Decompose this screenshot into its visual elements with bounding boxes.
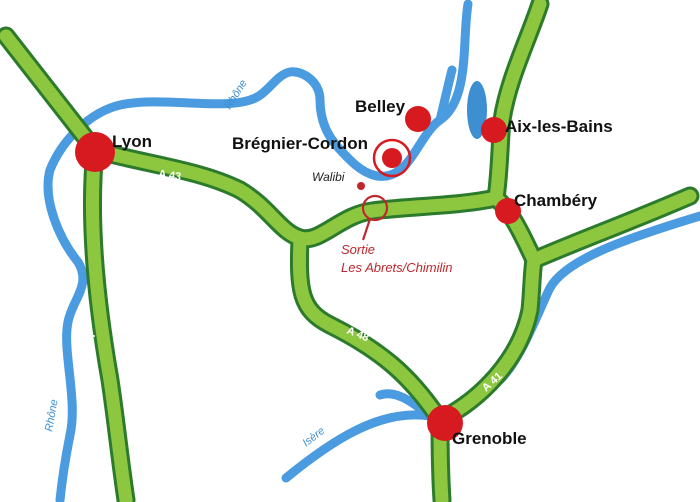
bregnier-ring (372, 138, 412, 178)
city-marker-aix (481, 117, 507, 143)
exit-label-line1: Sortie (341, 242, 375, 257)
city-label-chambery: Chambéry (514, 191, 598, 210)
city-marker-chambery (495, 198, 521, 224)
city-label-belley: Belley (355, 97, 406, 116)
road-label-a7: A 7 (84, 331, 98, 349)
city-marker-lyon (75, 132, 115, 172)
city-marker-bregnier (382, 148, 402, 168)
walibi-marker (357, 182, 365, 190)
exit-label-line2: Les Abrets/Chimilin (341, 260, 453, 275)
city-label-aix: Aix-les-Bains (505, 117, 613, 136)
poi-label-walibi: Walibi (312, 170, 345, 184)
road-label-a43: A 43 (158, 168, 182, 183)
city-label-grenoble: Grenoble (452, 429, 527, 448)
river-rhone-arm (435, 65, 457, 125)
city-marker-belley (405, 106, 431, 132)
city-marker-grenoble (427, 405, 463, 441)
exit-pointer (361, 218, 372, 241)
city-markers (75, 106, 521, 441)
city-label-bregnier: Brégnier-Cordon (232, 134, 368, 153)
city-label-lyon: Lyon (112, 132, 152, 151)
exit-marker (361, 194, 389, 222)
river-label-rhone-south: Rhône (43, 399, 60, 433)
lake-bourget (467, 81, 487, 139)
river-rhone (43, 0, 473, 502)
